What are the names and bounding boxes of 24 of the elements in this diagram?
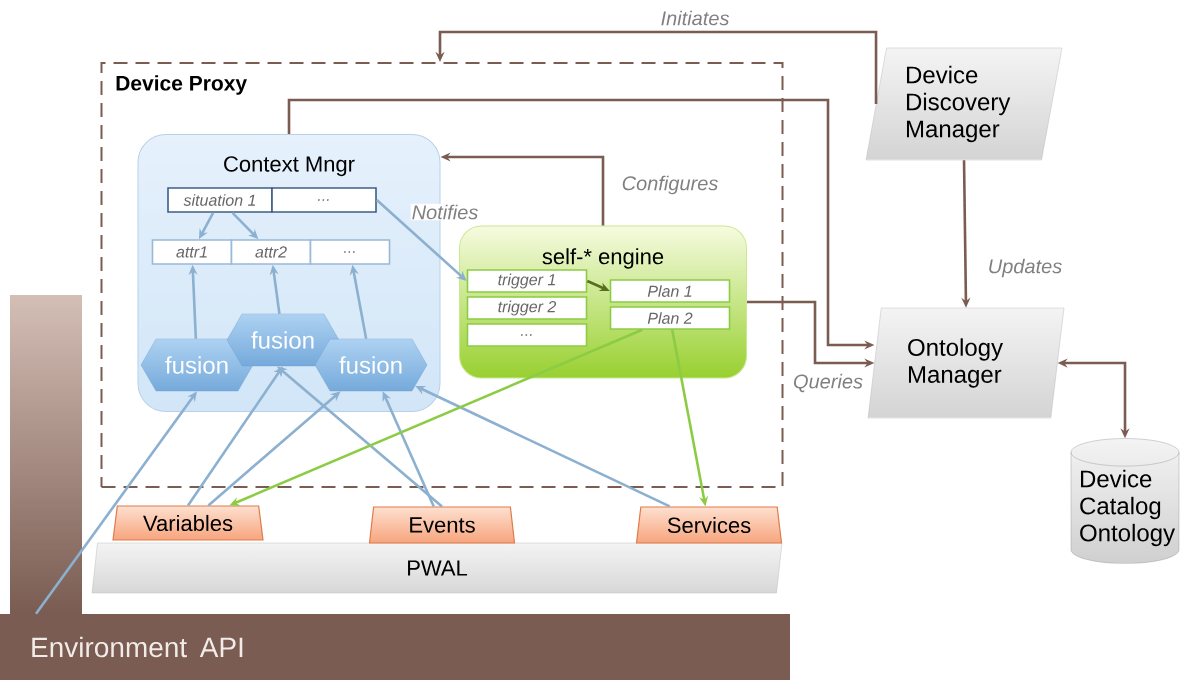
database-cylinder: Device Catalog Ontology bbox=[1070, 438, 1180, 564]
edge-label: Updates bbox=[986, 257, 1064, 279]
edge-label: Queries bbox=[792, 372, 864, 394]
parallelogram: Device Discovery Manager bbox=[865, 47, 1063, 161]
table-cell: Plan 1 bbox=[609, 279, 731, 303]
table-cell: ... bbox=[309, 239, 391, 265]
table-cell: ... bbox=[271, 187, 377, 213]
edge-label: Initiates bbox=[659, 9, 731, 27]
table-cell: attr1 bbox=[151, 239, 233, 265]
table-cell: trigger 2 bbox=[466, 296, 588, 320]
arrow bbox=[277, 366, 443, 508]
table-cell: Plan 2 bbox=[609, 306, 731, 330]
table-cell: ... bbox=[466, 323, 588, 347]
trapezoid-tab: Variables bbox=[112, 505, 264, 541]
table-cell: trigger 1 bbox=[466, 269, 588, 293]
table-cell: situation 1 bbox=[167, 187, 273, 213]
parallelogram: Ontology Manager bbox=[867, 307, 1065, 419]
table-cell: attr2 bbox=[230, 239, 312, 265]
trapezoid-tab: Services bbox=[635, 506, 783, 544]
arrow bbox=[375, 199, 467, 281]
edge-label: Configures bbox=[620, 174, 720, 196]
trapezoid-tab: Events bbox=[368, 506, 516, 544]
api-band: Environment API bbox=[0, 614, 790, 680]
edge-label: Notifies bbox=[410, 203, 480, 221]
